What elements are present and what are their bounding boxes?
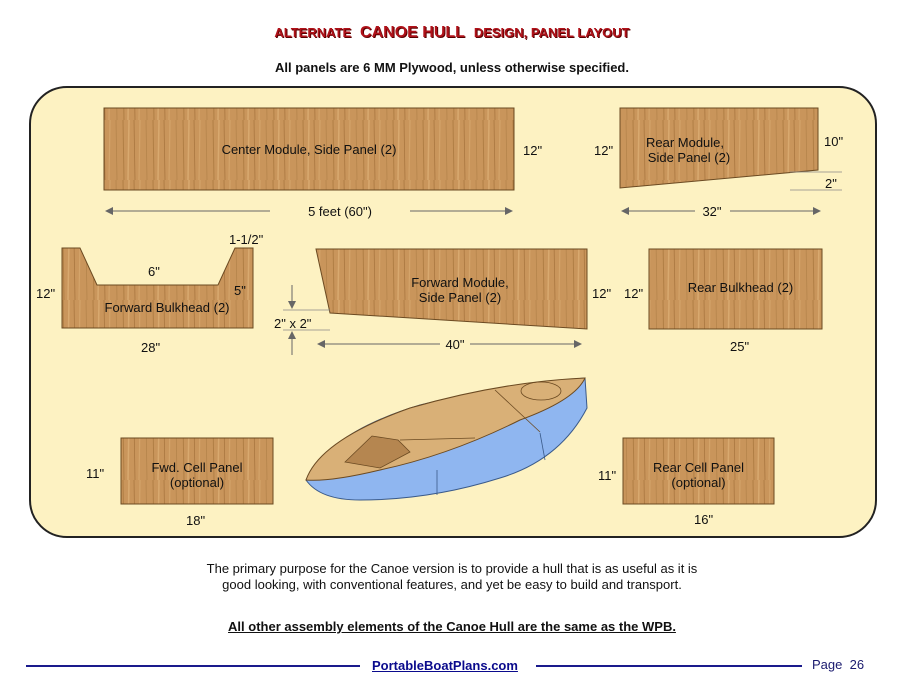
center-side-label: Center Module, Side Panel (2) (221, 142, 397, 157)
fwd-cell-label-1: Fwd. Cell Panel (151, 460, 243, 475)
title-suffix: DESIGN, PANEL LAYOUT (473, 25, 630, 40)
forward-side-height: 12" (592, 286, 612, 301)
forward-bulkhead-label: Forward Bulkhead (2) (104, 300, 230, 315)
fwd-cell-panel (120, 437, 274, 505)
rear-cell-height: 11" (598, 468, 617, 483)
rear-bulkhead-label: Rear Bulkhead (2) (687, 280, 794, 295)
forward-bulkhead-width: 28" (141, 340, 161, 355)
rear-cell-panel (622, 437, 775, 505)
center-side-length: 5 feet (60") (270, 204, 410, 219)
rear-cell-width: 16" (694, 512, 714, 527)
forward-bulkhead-panel (61, 247, 254, 329)
forward-bulkhead-notch-depth: 5" (234, 283, 246, 298)
center-side-height: 12" (523, 143, 543, 158)
canoe-illustration (305, 377, 588, 501)
description-line-1: The primary purpose for the Canoe versio… (206, 561, 698, 576)
rear-side-length: 32" (696, 204, 728, 219)
forward-bulkhead-shoulder: 1-1/2" (229, 232, 264, 247)
forward-side-label-2: Side Panel (2) (418, 290, 502, 305)
rear-bulkhead-panel (648, 248, 823, 330)
page-number-value: 26 (849, 657, 865, 672)
fwd-cell-width: 18" (186, 513, 206, 528)
rear-side-panel (619, 107, 819, 189)
description-line-2: good looking, with conventional features… (222, 577, 682, 592)
title-prefix: ALTERNATE (274, 25, 352, 40)
rear-side-drop: 2" (825, 176, 837, 191)
rear-bulkhead-height: 12" (624, 286, 644, 301)
forward-bulkhead-height: 12" (36, 286, 56, 301)
website-link[interactable]: PortableBoatPlans.com (372, 658, 518, 673)
rear-side-right-height: 10" (824, 134, 844, 149)
rear-side-label-2: Side Panel (2) (647, 150, 731, 165)
forward-side-label-1: Forward Module, (411, 275, 509, 290)
page-number: Page 26 (812, 657, 864, 672)
rear-cell-label-2: (optional) (671, 475, 726, 490)
description-paragraph: The primary purpose for the Canoe versio… (0, 561, 904, 593)
title-main: CANOE HULL (360, 24, 465, 41)
forward-side-cut: 2" x 2" (274, 316, 312, 331)
rear-side-left-height: 12" (594, 143, 614, 158)
fwd-cell-label-2: (optional) (169, 475, 225, 490)
rear-bulkhead-width: 25" (730, 339, 750, 354)
fwd-cell-height: 11" (86, 466, 105, 481)
page-title: ALTERNATE CANOE HULL DESIGN, PANEL LAYOU… (0, 24, 904, 42)
rear-side-label-1: Rear Module, (645, 135, 725, 150)
forward-side-length: 40" (440, 337, 470, 352)
page-label: Page (812, 657, 843, 672)
page-subtitle: All panels are 6 MM Plywood, unless othe… (275, 60, 629, 75)
center-side-panel (103, 107, 515, 191)
rear-cell-label-1: Rear Cell Panel (652, 460, 745, 475)
forward-side-panel (315, 248, 588, 330)
assembly-note: All other assembly elements of the Canoe… (228, 619, 676, 634)
forward-bulkhead-top-width: 6" (148, 264, 160, 279)
